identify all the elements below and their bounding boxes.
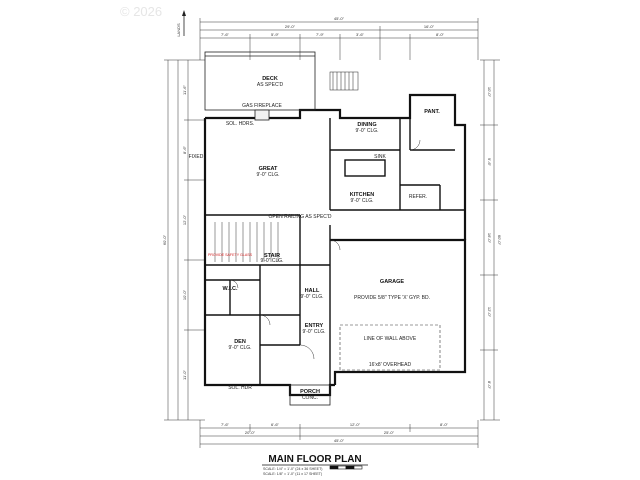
room-great-label: GREAT xyxy=(259,166,278,172)
dim-top-seg: 5'-9" xyxy=(271,32,280,37)
room-hall-sub: 9'-0" CLG. xyxy=(300,294,323,300)
room-entry-label: ENTRY xyxy=(305,323,324,329)
dim-top-seg: 7'-9" xyxy=(316,32,325,37)
graphic-scale-bar xyxy=(329,465,363,470)
deck-outline xyxy=(204,51,316,111)
room-pantry-label: PANT. xyxy=(424,109,440,115)
garage-overhead-line xyxy=(339,324,441,371)
scale-line-1: SCALE: 1/4" = 1'-0" (24 x 36 SHEET) xyxy=(263,467,322,471)
dim-left-seg: 10'-0" xyxy=(182,289,187,300)
note-sol-hdr: SOL. HDR xyxy=(228,385,252,391)
dim-bottom-right: 25'-0" xyxy=(384,430,395,435)
room-dining-sub: 9'-0" CLG. xyxy=(355,128,378,134)
room-stair-label: STAIR xyxy=(264,253,280,259)
scale-line-2: SCALE: 1/8" = 1'-0" (11 x 17 SHEET) xyxy=(263,472,322,476)
deck-stairs xyxy=(329,71,359,91)
room-den-label: DEN xyxy=(234,339,246,345)
dim-right-seg: 16'-0" xyxy=(487,233,492,244)
left-dimension-strings xyxy=(164,59,205,421)
interior-walls xyxy=(205,118,465,385)
dim-bottom-seg: 8'-0" xyxy=(440,422,449,427)
note-fixed: FIXED xyxy=(189,154,204,160)
note-sol-hdrs: SOL. HDRS. xyxy=(226,121,254,127)
dim-left-seg: 11'-0" xyxy=(182,369,187,379)
dim-top-seg: 8'-0" xyxy=(436,32,445,37)
dim-left-seg: 11'-6" xyxy=(182,84,187,94)
dim-bottom-seg: 7'-6" xyxy=(221,422,230,427)
north-arrow-icon xyxy=(182,10,186,36)
room-dining-label: DINING xyxy=(357,122,376,128)
dim-top-right: 16'-0" xyxy=(424,24,435,29)
dim-left-seg: 8'-6" xyxy=(182,145,187,154)
room-hall-label: HALL xyxy=(305,288,320,294)
dim-bottom-overall: 45'-0" xyxy=(334,438,345,443)
dim-left-seg: 12'-0" xyxy=(182,214,187,225)
room-kitchen-label: KITCHEN xyxy=(350,192,374,198)
plan-title: MAIN FLOOR PLAN xyxy=(268,454,361,465)
interior-stair xyxy=(214,222,279,262)
porch-outline xyxy=(289,384,331,406)
dim-right-seg: 8'-0" xyxy=(487,381,492,390)
right-dimension-strings xyxy=(480,59,500,421)
dim-right-overall: 60'-0" xyxy=(497,235,502,246)
door-swings xyxy=(229,139,421,360)
north-label: LANDS xyxy=(176,23,181,37)
dim-bottom-left: 20'-0" xyxy=(245,430,256,435)
dim-right-seg: 12'-0" xyxy=(487,307,492,318)
top-dimension-strings xyxy=(199,18,479,60)
room-garage-label: GARAGE xyxy=(380,279,404,285)
note-refer: REFER. xyxy=(409,194,427,200)
room-porch-sub: CONC. xyxy=(302,395,318,401)
room-stair-sub: 9'-0" CLG. xyxy=(260,258,283,264)
note-overhead-door: 16'x8' OVERHEAD xyxy=(369,362,412,368)
room-entry-sub: 9'-0" CLG. xyxy=(302,329,325,335)
dim-top-seg: 3'-6" xyxy=(356,32,365,37)
note-fireplace: GAS FIREPLACE xyxy=(242,103,282,109)
watermark-text: © 2026 xyxy=(120,4,162,19)
room-wic-label: W.I.C. xyxy=(223,286,238,292)
note-open-railing: OPEN RAILING AS SPEC'D xyxy=(269,214,332,220)
dim-right-seg: 9'-6" xyxy=(487,158,492,167)
room-porch-label: PORCH xyxy=(300,389,320,395)
room-den-sub: 9'-0" CLG. xyxy=(228,345,251,351)
room-great-sub: 9'-0" CLG. xyxy=(256,172,279,178)
dim-bottom-seg: 12'-0" xyxy=(350,422,361,427)
dim-right-seg: 10'-0" xyxy=(487,87,492,98)
note-sink: SINK xyxy=(374,154,386,160)
safety-glass-note: PROVIDE SAFETY GLASS xyxy=(208,253,253,257)
dim-top-left: 29'-0" xyxy=(285,24,296,29)
room-kitchen-sub: 9'-0" CLG. xyxy=(350,198,373,204)
room-deck-sub: AS SPEC'D xyxy=(257,82,284,88)
room-deck-label: DECK xyxy=(262,76,278,82)
room-garage-sub: PROVIDE 5/8" TYPE 'X' GYP. BD. xyxy=(354,295,430,301)
fireplace-icon xyxy=(254,109,270,121)
dim-bottom-seg: 6'-6" xyxy=(271,422,280,427)
note-wall-above: LINE OF WALL ABOVE xyxy=(364,336,417,342)
dim-left-overall: 60'-0" xyxy=(162,234,167,245)
bottom-dimension-strings xyxy=(199,420,479,448)
dim-top-overall: 45'-0" xyxy=(334,16,345,21)
dim-top-seg: 7'-6" xyxy=(221,32,230,37)
